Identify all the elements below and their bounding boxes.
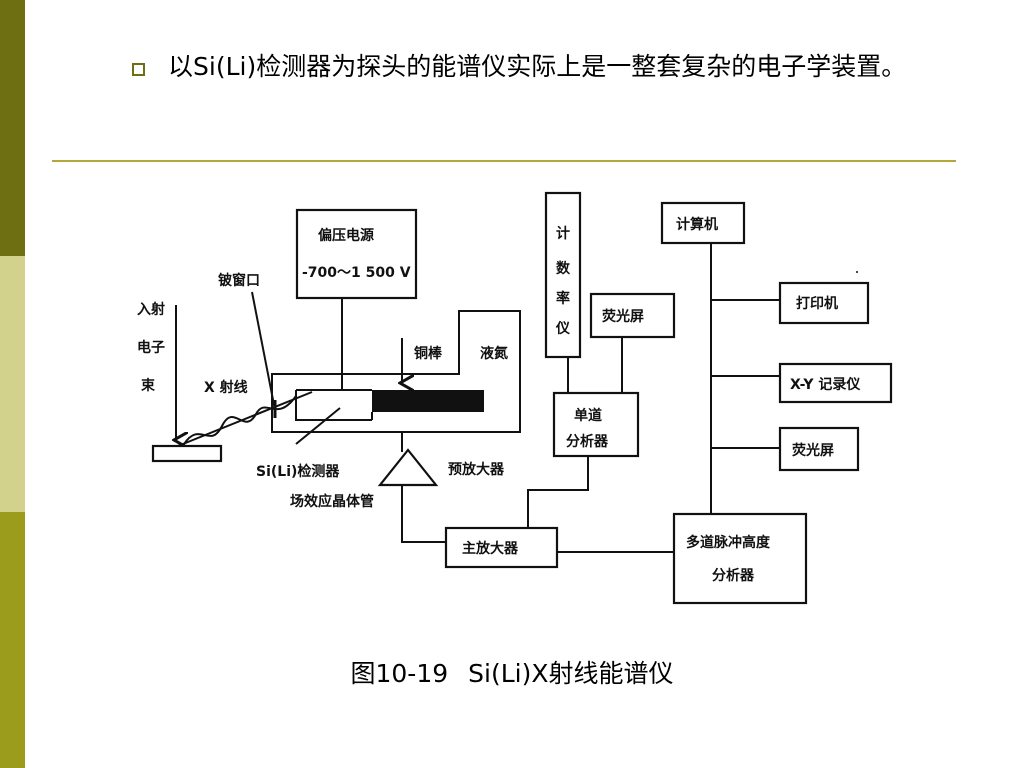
incident-beam-label-3: 束 [141, 377, 156, 394]
preamp-label: 预放大器 [448, 461, 505, 478]
printer-label: 打印机 [796, 295, 838, 312]
count-rate-meter-label-2: 数 [556, 260, 571, 277]
count-rate-meter-label-4: 仪 [555, 321, 571, 337]
sca-label-1: 单道 [574, 407, 602, 424]
figure-caption: 图10-19 Si(Li)X射线能谱仪 [0, 654, 1024, 690]
count-rate-meter-label-1: 计 [556, 225, 570, 242]
xy-recorder-box [778, 362, 893, 404]
copper-rod-bar [372, 390, 484, 412]
bullet-text: 以Si(Li)检测器为探头的能谱仪实际上是一整套复杂的电子学装置。 [168, 52, 907, 81]
count-rate-meter-label-3: 率 [556, 290, 570, 307]
sidebar-stripe [0, 0, 25, 768]
computer-box [660, 201, 746, 245]
specimen [151, 444, 223, 463]
bias-supply-box [295, 208, 418, 300]
xray-path-line [177, 391, 313, 447]
screen-right-box [778, 426, 860, 472]
single-channel-analyzer-box [552, 391, 640, 458]
stray-dot [856, 271, 858, 273]
main-amp-to-sca-wire [527, 456, 589, 528]
beryllium-window-leader [251, 291, 276, 411]
sili-detector-label: Si(Li)检测器 [256, 463, 340, 480]
bias-supply-title: 偏压电源 [318, 227, 374, 244]
header-divider [52, 160, 956, 162]
preamp-triangle [377, 448, 439, 487]
count-rate-meter-box [544, 191, 582, 359]
sca-label-2: 分析器 [566, 433, 609, 450]
screen-right-label: 荧光屏 [792, 442, 834, 459]
sidebar-block-light [0, 256, 25, 512]
caption-title: Si(Li)X射线能谱仪 [468, 659, 674, 688]
copper-rod-label: 铜棒 [414, 345, 443, 362]
caption-number: 图10-19 [350, 659, 449, 688]
liquid-nitrogen-label: 液氮 [480, 345, 508, 362]
incident-beam-label-1: 入射 [137, 301, 165, 318]
xy-recorder-label: X-Y 记录仪 [790, 377, 861, 393]
detector-housing [295, 389, 373, 421]
screen-top-label: 荧光屏 [602, 308, 644, 325]
main-amp-label: 主放大器 [462, 540, 519, 557]
bias-supply-voltage: -700～1 500 V [302, 265, 411, 281]
cryostat-outline [271, 310, 521, 433]
multichannel-analyzer-box [672, 512, 808, 605]
mca-label-2: 分析器 [712, 567, 755, 584]
screen-top-box [589, 292, 676, 339]
beryllium-window-label: 铍窗口 [218, 272, 260, 289]
computer-label: 计算机 [676, 216, 718, 233]
incident-beam-label-2: 电子 [137, 339, 165, 356]
sidebar-block-dark [0, 0, 25, 256]
fet-label: 场效应晶体管 [290, 493, 374, 510]
xray-label: X 射线 [204, 379, 248, 396]
printer-box [778, 281, 870, 325]
sidebar-block-mid [0, 512, 25, 768]
preamp-to-main-amp-wire [401, 485, 446, 543]
main-amp-box [444, 526, 559, 569]
detector-leader [295, 407, 341, 445]
bullet-square-icon [132, 63, 145, 76]
mca-label-1: 多道脉冲高度 [686, 534, 771, 551]
